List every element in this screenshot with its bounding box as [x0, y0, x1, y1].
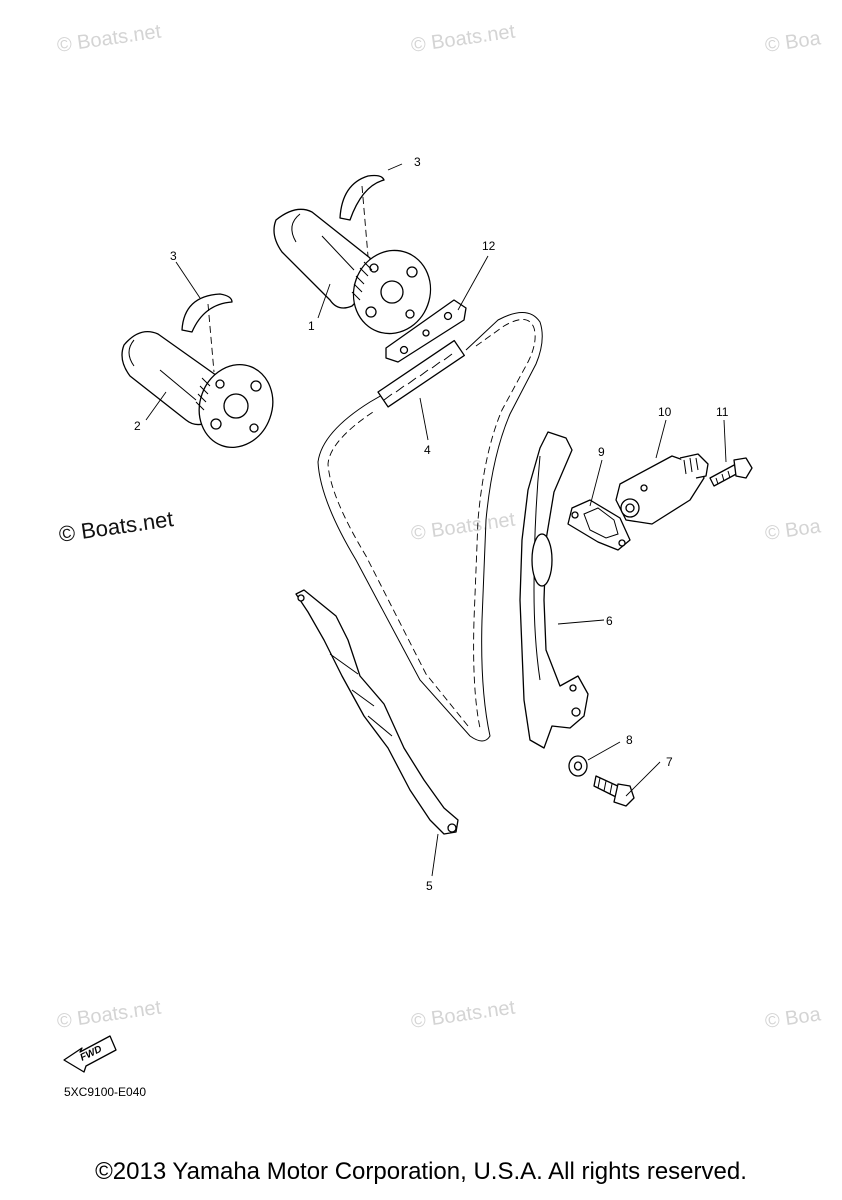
- fwd-arrow-icon: FWD: [63, 1035, 117, 1073]
- callout-3-upper: 3: [414, 155, 421, 169]
- camshaft-2: [121, 331, 274, 448]
- callout-4: 4: [424, 443, 431, 457]
- callout-10: 10: [658, 405, 672, 419]
- chain-guide-5: [295, 589, 459, 835]
- callout-7: 7: [666, 755, 673, 769]
- leader-lines: [145, 163, 727, 877]
- watermark-top-center: © Boats.net: [410, 21, 517, 57]
- watermark-bottom-left: © Boats.net: [56, 997, 163, 1033]
- callout-3-left: 3: [170, 249, 177, 263]
- callout-11: 11: [716, 405, 729, 419]
- camshaft-1: [273, 208, 432, 335]
- callout-2: 2: [134, 419, 141, 433]
- gasket-9: [567, 499, 631, 551]
- watermark-group: © Boats.net © Boats.net © Boa © Boats.ne…: [56, 21, 823, 1033]
- callout-5: 5: [426, 879, 433, 893]
- watermark-bottom-right: © Boa: [764, 1003, 823, 1033]
- watermark-mid-center: © Boats.net: [410, 509, 517, 545]
- bolt-7: [593, 775, 635, 807]
- chain-tensioner-guide-6: [519, 431, 589, 749]
- callout-8: 8: [626, 733, 633, 747]
- copyright-text: ©2013 Yamaha Motor Corporation, U.S.A. A…: [95, 1158, 747, 1185]
- watermark-bottom-center: © Boats.net: [410, 997, 517, 1033]
- watermark-mid-left: © Boats.net: [57, 506, 175, 547]
- clip-3-upper: [339, 174, 385, 221]
- watermark-top-right: © Boa: [764, 27, 823, 57]
- washer-8: [568, 755, 588, 777]
- callout-12: 12: [482, 239, 496, 253]
- chain-tensioner-10: [615, 453, 709, 525]
- chain-links: [377, 339, 465, 408]
- diagram-code: 5XC9100-E040: [64, 1085, 147, 1099]
- timing-chain-4: [317, 312, 543, 742]
- callout-1: 1: [308, 319, 315, 333]
- bolt-11: [709, 457, 753, 487]
- clip-3-left: [181, 293, 233, 333]
- chain-guide-top-12: [385, 299, 467, 363]
- callout-labels: 1 2 3 3 4 5 6 7 8 9 10 11 12: [134, 155, 729, 893]
- watermark-top-left: © Boats.net: [56, 21, 163, 57]
- watermark-mid-right: © Boa: [764, 515, 823, 545]
- callout-6: 6: [606, 614, 613, 628]
- callout-9: 9: [598, 445, 605, 459]
